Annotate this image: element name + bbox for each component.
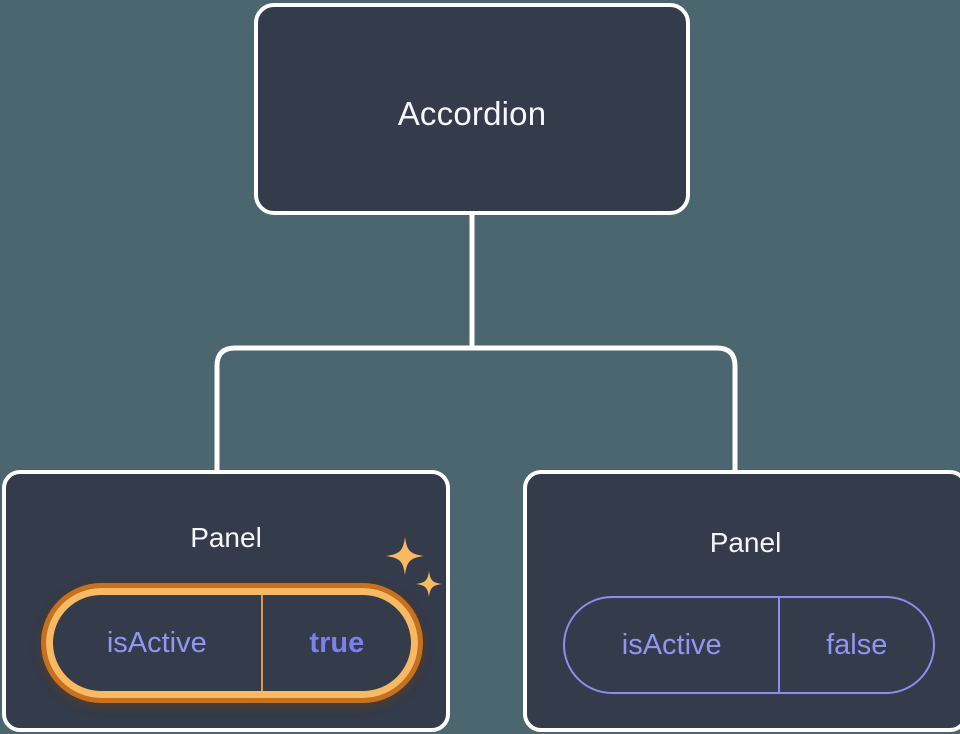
node-panel-active[interactable]: Panel isActive true (2, 470, 450, 732)
prop-key-cell: isActive (53, 595, 261, 691)
prop-value-label: false (826, 628, 888, 661)
prop-divider (778, 598, 781, 692)
edge-to-panel-left (214, 345, 472, 470)
prop-value-cell: false (780, 598, 933, 692)
node-panel-inactive-title: Panel (709, 527, 782, 558)
node-panel-inactive[interactable]: Panel isActive false (523, 470, 960, 732)
node-accordion[interactable]: Accordion (254, 3, 690, 215)
prop-pill-isactive-true[interactable]: isActive true (46, 588, 418, 698)
edge-to-panel-right (472, 345, 738, 470)
node-accordion-title: Accordion (397, 95, 547, 132)
prop-key-label: isActive (106, 626, 207, 659)
prop-key-label: isActive (621, 628, 722, 661)
prop-divider (260, 595, 263, 691)
prop-key-cell: isActive (565, 598, 778, 692)
node-panel-active-title: Panel (190, 522, 262, 553)
prop-pill-isactive-false[interactable]: isActive false (563, 596, 935, 694)
prop-value-cell: true (263, 595, 411, 691)
prop-value-label: true (309, 626, 365, 659)
